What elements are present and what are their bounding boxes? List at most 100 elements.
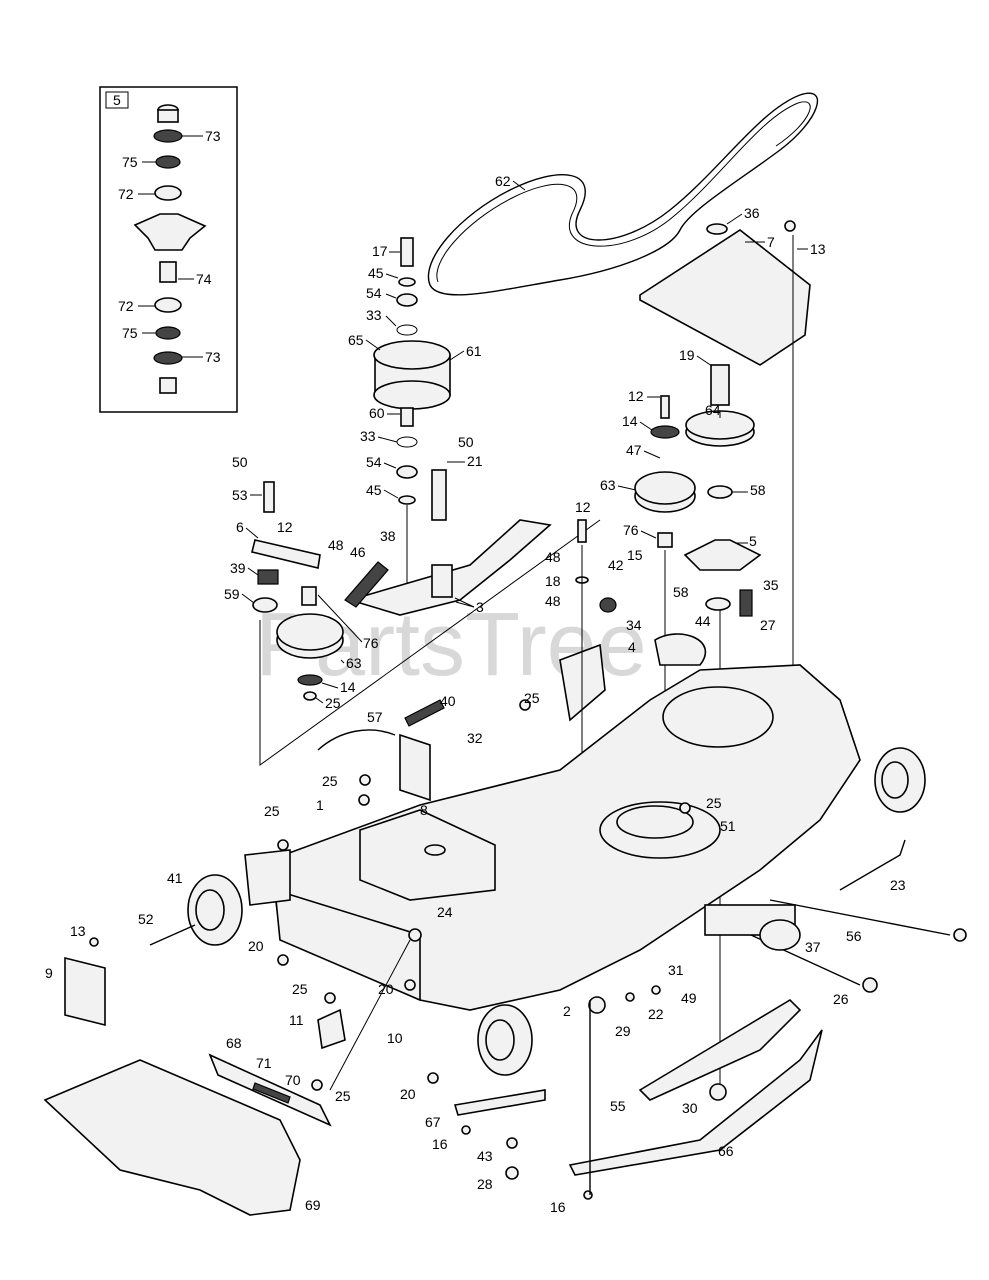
- bolt-20b: [404, 979, 416, 991]
- callout-6: 6: [236, 519, 244, 535]
- baffle-67: [453, 1089, 546, 1116]
- inset-bearing-bottom: [155, 326, 181, 340]
- callout-70: 70: [285, 1072, 301, 1088]
- nut-25a: [303, 691, 317, 701]
- blade-66: [568, 1029, 823, 1176]
- bolt-17: [400, 237, 414, 267]
- blade-55: [638, 998, 802, 1101]
- bolt-52: [149, 924, 196, 946]
- callout-48b: 48: [545, 549, 561, 565]
- plate-1: [358, 794, 370, 806]
- wheel-front-center-hub: [485, 1019, 515, 1061]
- callout-4: 4: [628, 639, 636, 655]
- callout-62: 62: [495, 173, 511, 189]
- belt-cover: [639, 229, 811, 366]
- washer-22: [625, 992, 635, 1002]
- callout-26: 26: [833, 991, 849, 1007]
- callout-38: 38: [380, 528, 396, 544]
- nut-34: [599, 597, 617, 613]
- nut-13a: [784, 220, 796, 232]
- callout-58b: 58: [673, 584, 689, 600]
- bolt-16a: [461, 1125, 471, 1135]
- washer-49: [651, 985, 661, 995]
- washer-24: [408, 928, 422, 942]
- callout-11: 11: [289, 1012, 304, 1028]
- plate-9: [64, 956, 106, 1027]
- bearing-54a: [396, 293, 418, 307]
- callout-65: 65: [348, 332, 364, 348]
- wheel-right-hub: [881, 761, 909, 799]
- callout-25g: 25: [335, 1088, 351, 1104]
- pulley-cover-8: [359, 809, 496, 901]
- nut-25g: [311, 1079, 323, 1091]
- inset-cap-body: [157, 109, 179, 123]
- callout-52: 52: [138, 911, 154, 927]
- spacer-60: [400, 407, 414, 427]
- callout-25f: 25: [292, 981, 308, 997]
- callout-41: 41: [167, 870, 183, 886]
- callout-63b: 63: [600, 477, 616, 493]
- callout-45a: 45: [368, 265, 384, 281]
- drive-belt-inner: [436, 101, 811, 283]
- callout-67: 67: [425, 1114, 441, 1130]
- callout-34: 34: [626, 617, 642, 633]
- callout-40: 40: [440, 693, 456, 709]
- callout-32: 32: [467, 730, 483, 746]
- spacer-76a: [301, 586, 317, 606]
- callout-25a: 25: [325, 695, 341, 711]
- callout-9: 9: [45, 965, 53, 981]
- callout-12b: 12: [628, 388, 644, 404]
- callout-31: 31: [668, 962, 684, 978]
- spacer-76b: [657, 532, 673, 548]
- inset-seal-top: [153, 129, 183, 143]
- callout-48a: 48: [328, 537, 344, 553]
- callout-37: 37: [805, 939, 821, 955]
- spindle-inset: 5: [99, 86, 238, 413]
- callout-1: 1: [316, 797, 324, 813]
- idler-frame-lines: [259, 519, 601, 766]
- callout-30: 30: [682, 1100, 698, 1116]
- callout-75a: 75: [122, 154, 138, 170]
- nut-29: [588, 996, 606, 1014]
- callout-76b: 76: [623, 522, 639, 538]
- spindle-housing-5: [683, 539, 762, 571]
- bolt-12b: [660, 395, 670, 419]
- callout-43: 43: [477, 1148, 493, 1164]
- callout-25e: 25: [706, 795, 722, 811]
- inset-spacer-top: [154, 185, 182, 201]
- callout-25c: 25: [322, 773, 338, 789]
- bearing-54b: [396, 465, 418, 479]
- rod-56: [769, 899, 951, 936]
- callout-13b: 13: [70, 923, 86, 939]
- spring-39: [257, 569, 279, 585]
- inset-spacer-bottom: [154, 297, 182, 313]
- bracket-6: [251, 539, 321, 569]
- callout-58a: 58: [750, 482, 766, 498]
- callout-66: 66: [718, 1143, 734, 1159]
- snap-ring-33b: [396, 436, 418, 448]
- nut-25e: [679, 802, 691, 814]
- callout-51: 51: [720, 818, 736, 834]
- bolt-20c: [427, 1072, 439, 1084]
- callout-23: 23: [890, 877, 906, 893]
- callout-46: 46: [350, 544, 366, 560]
- bracket-11: [317, 1008, 346, 1050]
- callout-14b: 14: [622, 413, 638, 429]
- callout-49: 49: [681, 990, 697, 1006]
- callout-56: 56: [846, 928, 862, 944]
- callout-75b: 75: [122, 325, 138, 341]
- callout-16b: 16: [550, 1199, 566, 1215]
- callout-16a: 16: [432, 1136, 448, 1152]
- callout-53: 53: [232, 487, 248, 503]
- callout-76a: 76: [363, 635, 379, 651]
- nut-25b: [519, 699, 531, 711]
- washer-59: [252, 597, 278, 613]
- bracket-37-tube: [759, 919, 801, 951]
- callout-20c: 20: [400, 1086, 416, 1102]
- drive-belt: [427, 92, 819, 296]
- washer-45a: [398, 277, 416, 287]
- callout-12a: 12: [277, 519, 293, 535]
- deflector-upper: [654, 633, 707, 666]
- callout-69: 69: [305, 1197, 321, 1213]
